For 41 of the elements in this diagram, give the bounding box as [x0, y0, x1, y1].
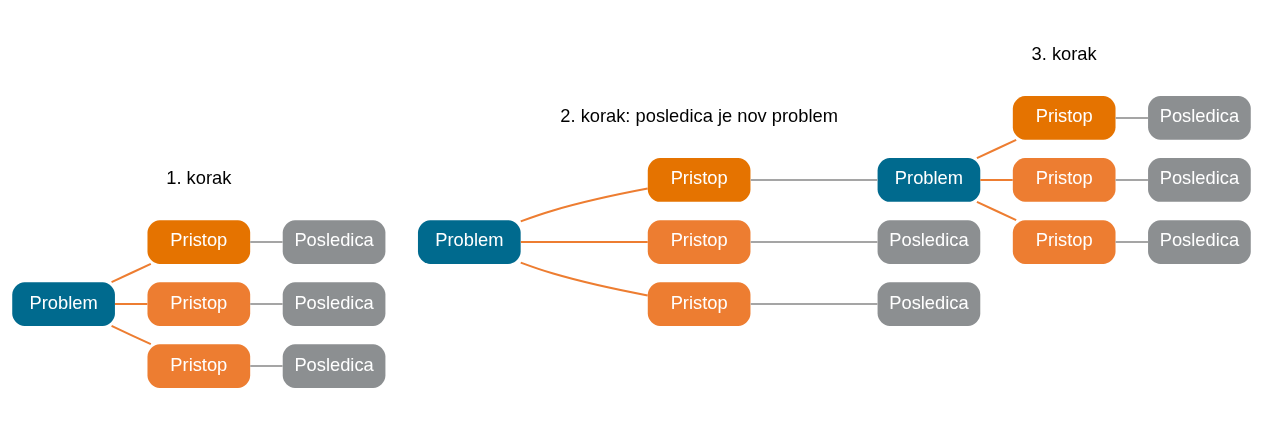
- label: 3. korak: [1031, 42, 1097, 64]
- node-box: Pristop: [1012, 219, 1116, 264]
- node-box: Pristop: [647, 281, 751, 326]
- node-box: Posledica: [282, 219, 386, 264]
- node-box: Pristop: [1012, 95, 1116, 140]
- node-box: Pristop: [147, 281, 251, 326]
- node-box: Pristop: [1012, 157, 1116, 202]
- connector: [976, 138, 1017, 159]
- connector: [250, 364, 283, 367]
- node-box: Posledica: [877, 219, 981, 264]
- connector: [250, 240, 283, 243]
- node-box: Posledica: [282, 343, 386, 388]
- connector: [1115, 240, 1148, 243]
- connector: [750, 240, 878, 243]
- connector: [980, 178, 1013, 181]
- connector: [520, 187, 648, 222]
- connector: [250, 302, 283, 305]
- connector: [1115, 178, 1148, 181]
- node-box: Posledica: [877, 281, 981, 326]
- node-box: Posledica: [1148, 95, 1251, 140]
- node-box: Posledica: [282, 281, 386, 326]
- connector: [114, 302, 148, 305]
- node-box: Problem: [417, 219, 521, 264]
- node-box: Pristop: [147, 219, 251, 264]
- label: 1. korak: [166, 166, 232, 188]
- node-box: Problem: [12, 281, 115, 326]
- node-box: Problem: [877, 157, 981, 202]
- label: 2. korak: posledica je nov problem: [560, 104, 838, 126]
- connector: [520, 261, 648, 296]
- node-box: Posledica: [1148, 157, 1251, 202]
- connector: [111, 262, 152, 283]
- connector: [520, 240, 648, 243]
- connector: [976, 200, 1017, 221]
- node-box: Pristop: [647, 157, 751, 202]
- connector: [1115, 116, 1148, 119]
- connector: [111, 324, 152, 345]
- connector: [750, 178, 878, 181]
- connector: [750, 302, 878, 305]
- node-box: Posledica: [1148, 219, 1251, 264]
- node-box: Pristop: [147, 343, 251, 388]
- node-box: Pristop: [647, 219, 751, 264]
